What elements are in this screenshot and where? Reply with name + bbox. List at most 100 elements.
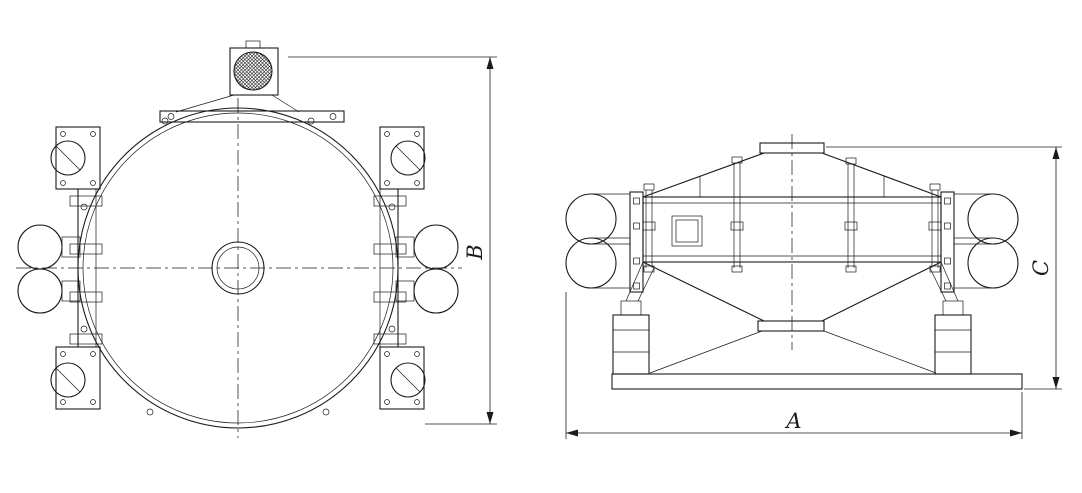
clamp-nut xyxy=(730,221,744,231)
bolt-circle xyxy=(90,131,96,137)
bolt-circle xyxy=(161,117,169,125)
clamp-nut xyxy=(845,157,857,165)
clamp-nut xyxy=(845,265,857,273)
dimension-a: A xyxy=(565,292,1023,439)
corner-assembly-bottom-right xyxy=(379,346,426,410)
motor-cap xyxy=(245,40,261,49)
damper-cylinder xyxy=(967,193,1019,245)
corner-assembly-top-right xyxy=(379,126,426,190)
inspection-door xyxy=(671,215,703,247)
v-brace xyxy=(649,330,763,374)
motor-assembly xyxy=(159,40,345,123)
right-cylinders xyxy=(940,191,1019,293)
cone-slope xyxy=(642,261,765,322)
corner-roller xyxy=(390,362,426,398)
bolt-circle xyxy=(60,351,66,357)
bolt-circle xyxy=(414,351,420,357)
bolt-circle xyxy=(329,113,337,120)
damper-cylinder xyxy=(17,268,63,314)
support-stub xyxy=(942,300,964,316)
rail-clamp xyxy=(373,291,407,303)
bolt-circle xyxy=(388,325,396,333)
corner-assembly-bottom-left xyxy=(50,346,101,410)
bolt-circle xyxy=(384,351,390,357)
bolt-circle xyxy=(167,113,175,120)
roller-pin xyxy=(395,145,421,171)
bolt-circle xyxy=(90,180,96,186)
right-rail xyxy=(373,189,407,347)
rail-clamp xyxy=(69,333,103,345)
bolt-circle xyxy=(384,180,390,186)
bolt-circle xyxy=(60,131,66,137)
roller-pin xyxy=(395,367,421,393)
bolt-square xyxy=(633,197,640,205)
bottom-cone xyxy=(642,261,942,332)
damper-cylinder xyxy=(565,237,617,289)
bolt-circle xyxy=(307,117,315,125)
damper-cylinder xyxy=(17,224,63,270)
corner-plate xyxy=(379,126,425,190)
bolt-circle xyxy=(414,399,420,405)
support-brace xyxy=(625,261,644,302)
clamp-bolts xyxy=(642,156,942,273)
rim-bolts xyxy=(80,117,396,416)
bolt-circle xyxy=(414,131,420,137)
rail-clamp xyxy=(69,291,103,303)
clamp-nut xyxy=(643,183,655,191)
support-brace xyxy=(637,267,655,302)
bolt-circle xyxy=(146,408,154,416)
side-view: A C xyxy=(565,134,1062,439)
bolt-circle xyxy=(60,399,66,405)
inspection-door-inner xyxy=(675,219,699,243)
motor-brace-left xyxy=(175,94,235,113)
dimension-a-label: A xyxy=(784,409,801,433)
dimension-c: C xyxy=(826,146,1062,390)
clamp-nut xyxy=(643,265,655,273)
arrowhead xyxy=(486,412,494,424)
inlet-flange xyxy=(759,142,825,154)
roller-pin xyxy=(55,145,81,171)
clamp-nut xyxy=(844,221,858,231)
arrowhead xyxy=(486,57,494,69)
bolt-circle xyxy=(90,351,96,357)
arrowhead xyxy=(1052,377,1060,389)
bolt-circle xyxy=(80,325,88,333)
bolt-circle xyxy=(388,203,396,211)
front-view: B xyxy=(16,40,497,438)
arrowhead xyxy=(1010,429,1022,437)
damper-bracket xyxy=(61,280,81,302)
arrowhead xyxy=(1052,147,1060,159)
screen-rim-inner xyxy=(82,112,394,424)
clamp-nut xyxy=(731,156,743,164)
cover-slope xyxy=(821,152,942,198)
rail-clamp xyxy=(69,243,103,255)
motor-fan-cover xyxy=(233,51,273,91)
bolt-square xyxy=(944,257,951,265)
dimension-b: B xyxy=(288,56,497,425)
support-stub xyxy=(620,300,642,316)
bolt-square xyxy=(633,222,640,230)
dimension-c-label: C xyxy=(1029,260,1053,276)
outlet-flange xyxy=(757,320,825,332)
bolt-square xyxy=(944,197,951,205)
clamp-nut xyxy=(928,221,942,231)
under-braces xyxy=(649,330,937,374)
bolt-circle xyxy=(90,399,96,405)
bolt-circle xyxy=(60,180,66,186)
bolt-circle xyxy=(80,203,88,211)
v-brace xyxy=(823,330,937,374)
left-support xyxy=(612,261,655,375)
rail-clamp xyxy=(373,195,407,207)
rail-clamp xyxy=(373,243,407,255)
damper-bracket xyxy=(395,280,415,302)
rail-clamp xyxy=(69,195,103,207)
left-rail xyxy=(69,189,103,347)
damper-cylinder xyxy=(565,193,617,245)
bolt-circle xyxy=(384,399,390,405)
support-block xyxy=(612,314,650,375)
cylinder-mount-plate xyxy=(629,191,644,293)
bolt-circle xyxy=(384,131,390,137)
roller-pin xyxy=(55,367,81,393)
